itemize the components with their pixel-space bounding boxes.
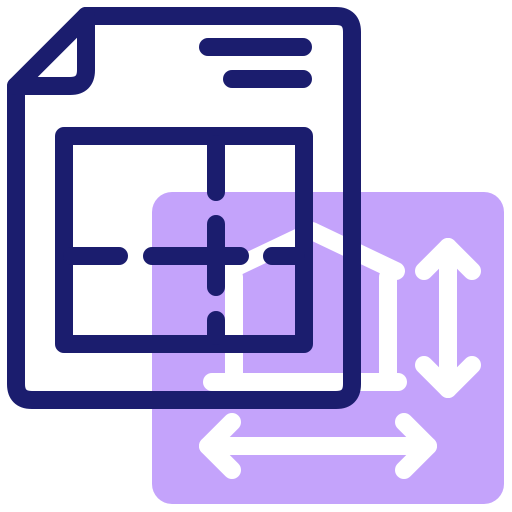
- horizontal-dimension-arrow-icon: [199, 413, 437, 479]
- document-sheet-icon: [7, 7, 361, 409]
- vertical-dimension-arrow-icon: [415, 238, 481, 398]
- floor-plan-grid-icon: [55, 127, 313, 353]
